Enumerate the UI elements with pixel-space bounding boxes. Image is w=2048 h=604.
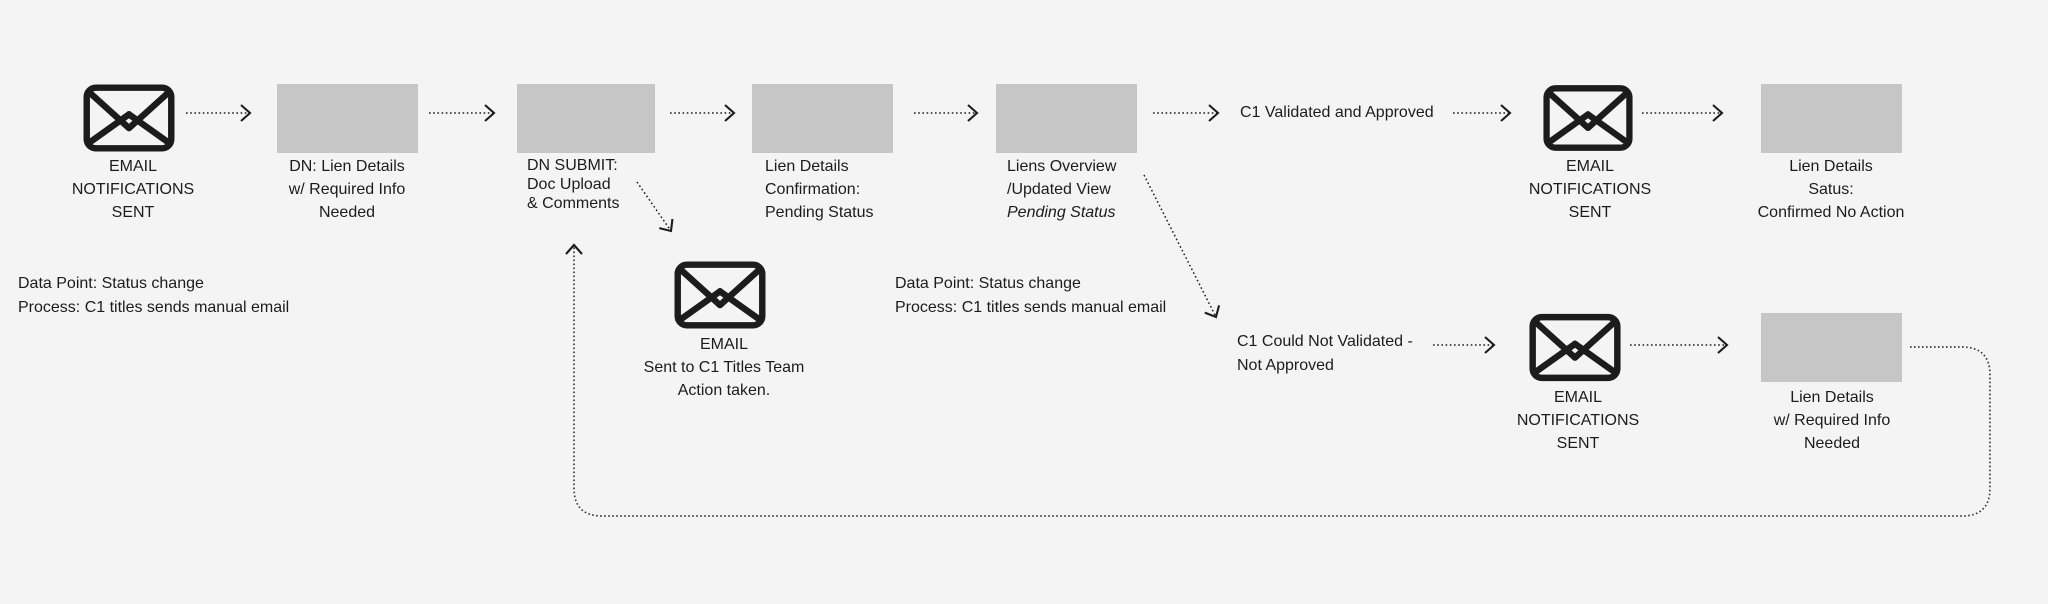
caption-line: EMAIL bbox=[1565, 158, 1614, 175]
screen-box-lien-confirmed bbox=[1761, 84, 1902, 153]
caption-line: EMAIL bbox=[108, 158, 157, 175]
note-line: Data Point: Status change bbox=[895, 275, 1081, 292]
caption-line: SENT bbox=[1568, 204, 1612, 221]
caption-line: w/ Required Info bbox=[288, 181, 406, 198]
arrow-overview-to-not-validated bbox=[1143, 174, 1221, 319]
caption-line: DN SUBMIT: bbox=[527, 157, 618, 174]
caption-line: Doc Upload bbox=[527, 176, 611, 193]
email2-caption: EMAIL NOTIFICATIONS SENT bbox=[1480, 155, 1700, 224]
not-validated-label: C1 Could Not Validated - Not Approved bbox=[1237, 330, 1413, 378]
caption-line: NOTIFICATIONS bbox=[1516, 412, 1640, 429]
caption-line: Lien Details bbox=[765, 158, 849, 175]
email-icon bbox=[1543, 85, 1633, 151]
note-line: Process: C1 titles sends manual email bbox=[18, 299, 290, 316]
caption-line: /Updated View bbox=[1007, 181, 1111, 198]
label-line: C1 Could Not Validated - bbox=[1237, 333, 1413, 350]
label-line: Not Approved bbox=[1237, 357, 1334, 374]
caption-line: Action taken. bbox=[677, 382, 771, 399]
caption-line: & Comments bbox=[527, 195, 620, 212]
caption-line: Needed bbox=[318, 204, 376, 221]
caption-line: Liens Overview bbox=[1007, 158, 1117, 175]
validated-approved-label: C1 Validated and Approved bbox=[1240, 104, 1434, 121]
caption-line: Confirmed No Action bbox=[1757, 204, 1905, 221]
email-icon bbox=[674, 261, 766, 329]
caption-line: SENT bbox=[1556, 435, 1600, 452]
caption-line: NOTIFICATIONS bbox=[71, 181, 195, 198]
caption-line: Satus: bbox=[1808, 181, 1854, 198]
email-icon bbox=[1529, 313, 1621, 382]
caption-line: w/ Required Info bbox=[1773, 412, 1891, 429]
caption-line: EMAIL bbox=[1553, 389, 1602, 406]
note-line: Data Point: Status change bbox=[18, 275, 204, 292]
caption-line: Sent to C1 Titles Team bbox=[643, 359, 805, 376]
feedback-loop-to-dn-submit bbox=[565, 243, 1991, 517]
caption-line: SENT bbox=[111, 204, 155, 221]
dn-submit-caption: DN SUBMIT: Doc Upload & Comments bbox=[527, 156, 619, 213]
email1-caption: EMAIL NOTIFICATIONS SENT bbox=[23, 155, 243, 224]
caption-line: Lien Details bbox=[1790, 389, 1874, 406]
note-line: Process: C1 titles sends manual email bbox=[895, 299, 1167, 316]
screen-box-liens-overview bbox=[996, 84, 1137, 153]
lien-confirmed-caption: Lien Details Satus: Confirmed No Action bbox=[1721, 155, 1941, 224]
screen-box-dn-lien-details bbox=[277, 84, 418, 153]
caption-line: DN: Lien Details bbox=[289, 158, 405, 175]
caption-line: NOTIFICATIONS bbox=[1528, 181, 1652, 198]
screen-box-lien-confirmation bbox=[752, 84, 893, 153]
screen-box-dn-submit bbox=[517, 84, 655, 153]
note-status-change-left: Data Point: Status change Process: C1 ti… bbox=[18, 272, 289, 320]
arrow-dn-submit-to-titles-email bbox=[636, 181, 674, 233]
caption-line: EMAIL bbox=[699, 336, 748, 353]
lien-required-caption: Lien Details w/ Required Info Needed bbox=[1722, 386, 1942, 455]
caption-line: Lien Details bbox=[1789, 158, 1873, 175]
lien-confirmation-caption: Lien Details Confirmation: Pending Statu… bbox=[765, 155, 874, 224]
email-titles-caption: EMAIL Sent to C1 Titles Team Action take… bbox=[614, 333, 834, 402]
email-icon bbox=[83, 84, 175, 152]
email4-caption: EMAIL NOTIFICATIONS SENT bbox=[1468, 386, 1688, 455]
screen-box-lien-required bbox=[1761, 313, 1902, 382]
liens-overview-caption: Liens Overview /Updated View Pending Sta… bbox=[1007, 155, 1116, 224]
caption-line: Confirmation: bbox=[765, 181, 861, 198]
dn-lien-details-caption: DN: Lien Details w/ Required Info Needed bbox=[237, 155, 457, 224]
note-status-change-mid: Data Point: Status change Process: C1 ti… bbox=[895, 272, 1166, 320]
caption-line: Needed bbox=[1803, 435, 1861, 452]
caption-line: Pending Status bbox=[765, 204, 874, 221]
caption-line: Pending Status bbox=[1007, 204, 1116, 221]
